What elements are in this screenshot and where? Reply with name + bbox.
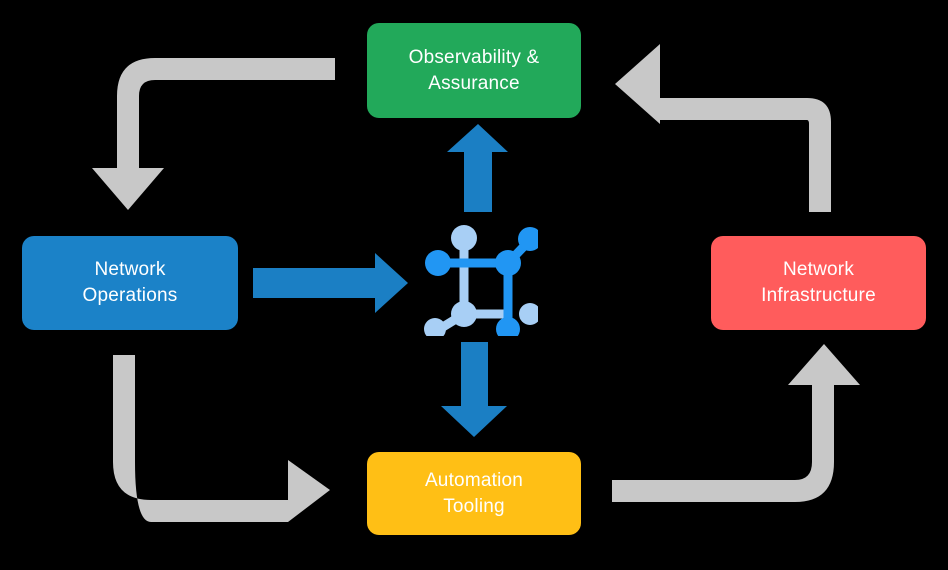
node-observability-assurance[interactable]: Observability & Assurance (367, 23, 581, 118)
node-automation-tooling-label: Automation Tooling (424, 469, 524, 517)
arrow-operations-to-automation (113, 355, 330, 522)
node-automation-tooling[interactable]: Automation Tooling (367, 452, 581, 535)
arrow-infrastructure-to-observability (615, 44, 831, 212)
arrow-center-to-observability (447, 124, 508, 212)
network-topology-icon (420, 218, 542, 341)
arrow-center-to-automation (441, 342, 507, 437)
node-observability-label: Observability & Assurance (408, 46, 540, 94)
node-network-operations-label: Network Operations (82, 259, 178, 306)
arrow-operations-to-center (253, 253, 408, 313)
node-network-infrastructure[interactable]: Network Infrastructure (711, 236, 926, 330)
arrow-automation-to-infrastructure (612, 344, 860, 502)
node-network-operations[interactable]: Network Operations (22, 236, 238, 330)
node-network-infrastructure-label: Network Infrastructure (761, 259, 876, 306)
topology-light-nodes (424, 225, 541, 340)
arrow-observability-to-operations (92, 58, 335, 210)
network-topology-svg (424, 225, 542, 341)
topology-dark-nodes (425, 227, 542, 341)
